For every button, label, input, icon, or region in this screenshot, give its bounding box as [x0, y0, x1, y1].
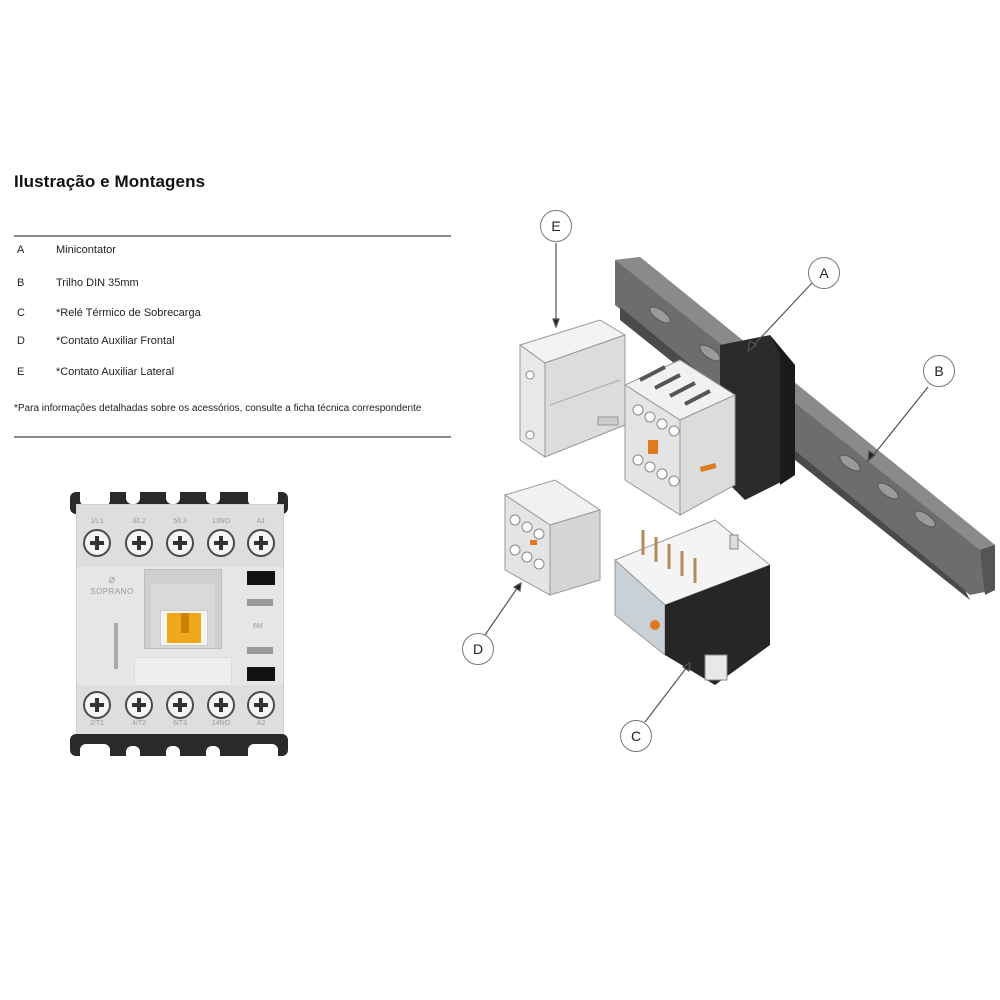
screw-icon: [166, 529, 194, 557]
terminal-14no: 14NO: [205, 689, 237, 729]
screw-icon: [207, 529, 235, 557]
din-clip-bottom: [70, 734, 288, 756]
terminal-2t1: 2/T1: [81, 689, 113, 729]
lateral-auxiliary-contact-3d: [518, 319, 627, 458]
frontal-auxiliary-contact-3d: [503, 479, 602, 596]
screw-icon: [247, 529, 275, 557]
accessory-clip-bottom: [247, 667, 275, 681]
legend-label: *Contato Auxiliar Frontal: [56, 335, 175, 347]
side-marking: 6M: [253, 623, 263, 630]
top-terminals: 1/L1 3/L2 5/L3 13NO A1: [77, 505, 283, 567]
vent-bar: [247, 599, 273, 606]
screw-icon: [125, 529, 153, 557]
terminal-6t3: 6/T3: [164, 689, 196, 729]
callout-e: E: [540, 210, 572, 242]
contactor-front-view: 1/L1 3/L2 5/L3 13NO A1 Ø SOPRANO: [70, 492, 288, 756]
thermal-overload-relay-3d: [614, 519, 771, 685]
legend-label: *Contato Auxiliar Lateral: [56, 366, 175, 378]
exploded-assembly-diagram: E A B D C: [450, 195, 1000, 765]
terminal-a2: A2: [245, 689, 277, 729]
minicontactor-3d: [623, 335, 795, 516]
legend-label: Minicontator: [56, 244, 116, 256]
terminal-5l3: 5/L3: [164, 517, 196, 557]
terminal-1l1: 1/L1: [81, 517, 113, 557]
screw-icon: [125, 691, 153, 719]
legend-label: Trilho DIN 35mm: [56, 277, 139, 289]
legend-key: C: [17, 307, 25, 319]
legend-label: *Relé Térmico de Sobrecarga: [56, 307, 201, 319]
divider-top: [14, 235, 451, 237]
screw-icon: [247, 691, 275, 719]
legend-key: A: [17, 244, 25, 256]
callout-a: A: [808, 257, 840, 289]
vent-bar: [247, 647, 273, 654]
screw-icon: [83, 529, 111, 557]
accessory-clip-top: [247, 571, 275, 585]
callout-c: C: [620, 720, 652, 752]
page-title: Ilustração e Montagens: [14, 172, 206, 191]
contactor-body: 1/L1 3/L2 5/L3 13NO A1 Ø SOPRANO: [76, 504, 284, 747]
indicator-window: [144, 569, 222, 649]
legend-key: E: [17, 366, 25, 378]
screw-icon: [83, 691, 111, 719]
terminal-4t2: 4/T2: [123, 689, 155, 729]
legend-key: D: [17, 335, 25, 347]
screw-icon: [207, 691, 235, 719]
divider-bottom: [14, 436, 451, 438]
brand-logo: Ø SOPRANO: [90, 576, 134, 596]
callout-d: D: [462, 633, 494, 665]
assembly-illustration: [484, 243, 995, 723]
screw-icon: [166, 691, 194, 719]
slot: [114, 623, 118, 669]
callout-b: B: [923, 355, 955, 387]
terminal-13no: 13NO: [205, 517, 237, 557]
status-indicator: [160, 610, 208, 646]
terminal-3l2: 3/L2: [123, 517, 155, 557]
terminal-a1: A1: [245, 517, 277, 557]
legend-key: B: [17, 277, 25, 289]
footnote: *Para informações detalhadas sobre os ac…: [14, 403, 422, 414]
